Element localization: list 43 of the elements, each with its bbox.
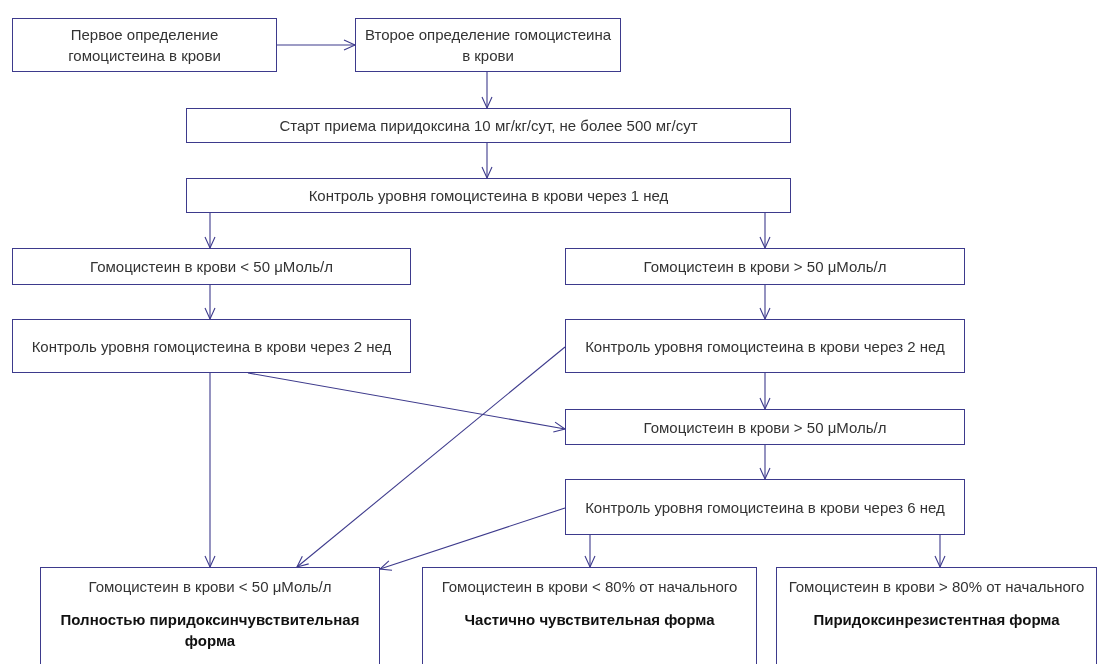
process-box — [565, 319, 965, 373]
box-text: Гомоцистеин в крови < 50 μМоль/л — [88, 577, 332, 597]
arrow — [759, 372, 771, 410]
result-label: Пиридоксинрезистентная форма — [813, 610, 1060, 630]
arrow — [481, 71, 493, 109]
box-text: Второе определение гомоцистеина в крови — [364, 25, 612, 66]
box-text: Гомоцистеин в крови > 80% от начального — [788, 577, 1085, 597]
process-box — [12, 18, 277, 72]
process-box — [186, 178, 791, 213]
arrow — [759, 284, 771, 320]
process-box — [565, 409, 965, 445]
arrow — [204, 372, 216, 568]
box-text: Контроль уровня гомоцистеина в крови через 6 нед — [585, 497, 945, 518]
process-box — [422, 567, 757, 664]
arrow — [296, 346, 566, 568]
box-text: Гомоцистеин в крови > 50 μМоль/л — [643, 417, 887, 438]
process-box — [186, 108, 791, 143]
box-text: Контроль уровня гомоцистеина в крови через 1 нед — [308, 186, 669, 206]
arrow — [481, 142, 493, 179]
box-text: Гомоцистеин в крови < 50 μМоль/л — [90, 257, 333, 277]
arrow — [759, 212, 771, 249]
box-text: Контроль уровня гомоцистеина в крови через 2 нед — [31, 336, 392, 357]
arrow — [276, 39, 356, 51]
box-text: Первое определение гомоцистеина в крови — [67, 25, 222, 66]
arrow — [204, 212, 216, 249]
process-box — [565, 248, 965, 285]
box-text: Контроль уровня гомоцистеина в крови через 2 нед — [585, 336, 945, 357]
process-box — [12, 248, 411, 285]
arrow — [759, 444, 771, 480]
result-label: Частично чувствительная форма — [464, 610, 715, 630]
box-text: Старт приема пиридоксина 10 мг/кг/сут, не более 500 мг/сут — [279, 116, 698, 136]
process-box — [12, 319, 411, 373]
arrow — [584, 534, 596, 568]
result-label: Полностью пиридоксинчувствительная форма — [59, 610, 361, 651]
arrow — [204, 284, 216, 320]
process-box — [355, 18, 621, 72]
process-box — [565, 479, 965, 535]
box-text: Гомоцистеин в крови > 50 μМоль/л — [643, 257, 887, 277]
arrow — [379, 507, 566, 571]
process-box — [40, 567, 380, 664]
arrow — [934, 534, 946, 568]
box-text: Гомоцистеин в крови < 80% от начального — [441, 577, 738, 597]
process-box — [776, 567, 1097, 664]
